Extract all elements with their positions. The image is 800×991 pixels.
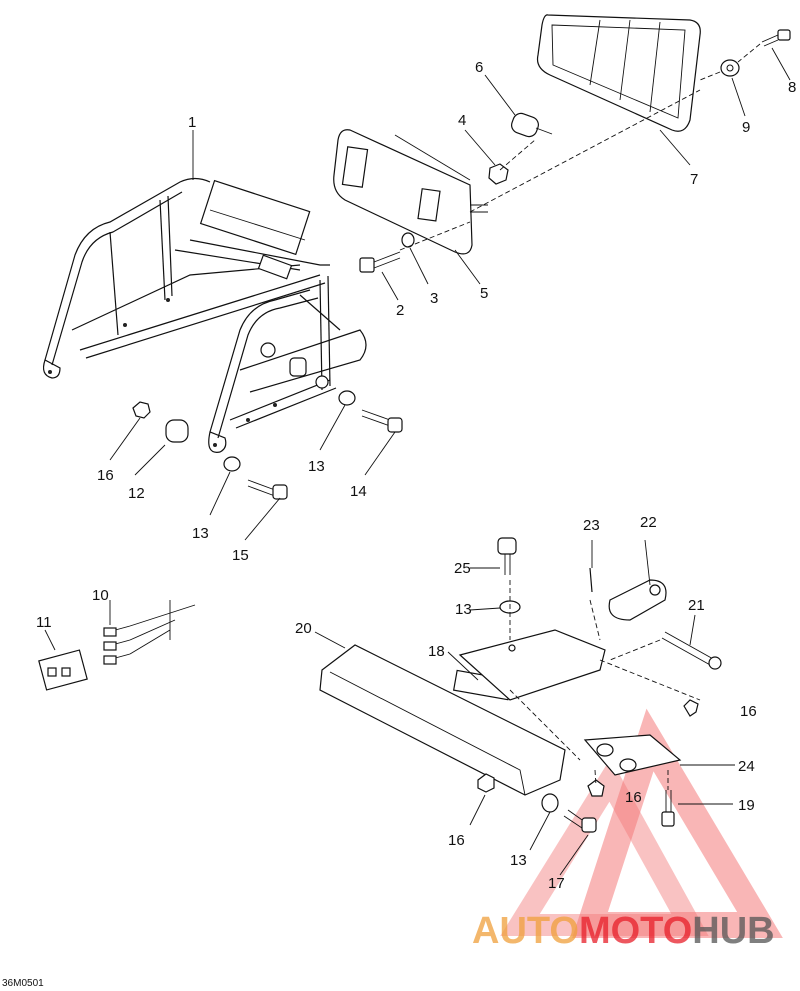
part-label-18: 18 — [428, 643, 445, 660]
part-label-24: 24 — [738, 758, 755, 775]
part-label-20: 20 — [295, 620, 312, 637]
part-label-2: 2 — [396, 302, 404, 319]
part-label-6: 6 — [475, 59, 483, 76]
drawing-code: 36M0501 — [2, 978, 44, 989]
taillight-bracket — [333, 129, 488, 255]
part-label-1: 1 — [188, 114, 196, 131]
part-label-19: 19 — [738, 797, 755, 814]
part-label-8: 8 — [788, 79, 796, 96]
part-label-13c: 13 — [455, 601, 472, 618]
part-label-13b: 13 — [308, 458, 325, 475]
part-label-17: 17 — [548, 875, 565, 892]
watermark-wordmark: AUTOMOTOHUB — [472, 910, 775, 952]
part-labels: 1 2 3 4 5 6 7 8 9 10 11 12 13 13 13 13 1… — [36, 59, 796, 892]
part-label-12: 12 — [128, 485, 145, 502]
part-label-22: 22 — [640, 514, 657, 531]
watermark-auto: AUTO — [472, 910, 579, 952]
lower-support — [319, 537, 722, 833]
part-label-16c: 16 — [625, 789, 642, 806]
part-label-5: 5 — [480, 285, 488, 302]
watermark-moto: MOTO — [579, 910, 692, 952]
watermark-logo — [500, 708, 783, 938]
taillight-lens — [536, 14, 701, 132]
part-label-10: 10 — [92, 587, 109, 604]
rear-rack — [42, 177, 367, 453]
leader-lines — [44, 47, 791, 876]
part-label-3: 3 — [430, 290, 438, 307]
part-label-7: 7 — [690, 171, 698, 188]
connector-assembly — [38, 600, 196, 691]
part-label-23: 23 — [583, 517, 600, 534]
part-label-21: 21 — [688, 597, 705, 614]
part-label-16a: 16 — [97, 467, 114, 484]
part-label-15: 15 — [232, 547, 249, 564]
part-label-25: 25 — [454, 560, 471, 577]
watermark-hub: HUB — [692, 910, 774, 952]
part-label-11: 11 — [36, 614, 52, 631]
small-hardware — [132, 29, 791, 500]
part-label-13a: 13 — [192, 525, 209, 542]
part-label-16d: 16 — [448, 832, 465, 849]
part-label-16b: 16 — [740, 703, 757, 720]
svg-text:AUTOMOTOHUB: AUTOMOTOHUB — [472, 910, 775, 952]
part-label-14: 14 — [350, 483, 367, 500]
part-label-4: 4 — [458, 112, 466, 129]
part-label-13d: 13 — [510, 852, 527, 869]
part-label-9: 9 — [742, 119, 750, 136]
